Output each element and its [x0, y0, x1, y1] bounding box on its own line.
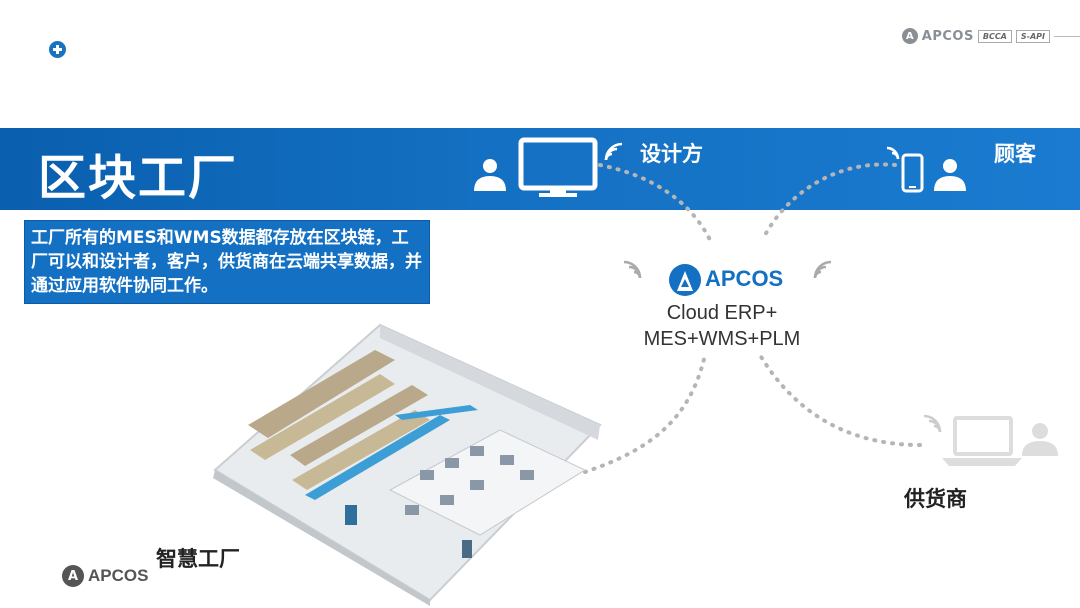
apcos-logo-icon: A — [901, 28, 918, 44]
laptop-icon — [942, 416, 1022, 466]
header-badge-sapi: S-API — [1015, 29, 1050, 43]
link-supplier — [758, 353, 922, 447]
wifi-icon-center-left — [623, 260, 642, 279]
label-factory: 智慧工厂 — [156, 547, 240, 571]
center-platform-text: Cloud ERP+ MES+WMS+PLM — [610, 300, 834, 352]
wifi-icon-supplier — [923, 414, 942, 433]
center-line-2: MES+WMS+PLM — [643, 328, 801, 350]
link-customer — [763, 162, 897, 237]
footer-logo: A APCOS — [62, 565, 148, 587]
footer-brand: APCOS — [88, 566, 149, 585]
header-brand: APCOS — [921, 28, 974, 44]
person-icon-customer — [934, 159, 966, 191]
phone-icon — [901, 153, 924, 193]
apcos-footer-icon: A — [62, 565, 84, 587]
link-designer — [598, 163, 712, 242]
label-designer: 设计方 — [640, 142, 703, 166]
monitor-icon — [518, 137, 598, 197]
link-factory — [583, 353, 707, 474]
label-customer: 顾客 — [994, 142, 1036, 166]
apcos-center-logo — [669, 264, 701, 296]
person-icon-supplier — [1022, 423, 1058, 456]
factory-illustration — [213, 323, 602, 606]
slide-title: 区块工厂 — [38, 150, 239, 206]
wifi-icon-customer — [886, 146, 900, 160]
header-logos: A APCOS BCCA S-API — [901, 25, 1080, 47]
header-rule — [1054, 35, 1080, 37]
plus-icon[interactable] — [49, 41, 66, 58]
center-brand: APCOS — [705, 266, 784, 291]
header-badge-bcca: BCCA — [977, 29, 1012, 43]
description-box: 工厂所有的MES和WMS数据都存放在区块链，工厂可以和设计者，客户，供货商在云端… — [24, 220, 430, 304]
person-icon-designer — [474, 159, 506, 191]
wifi-icon-designer — [604, 142, 623, 161]
label-supplier: 供货商 — [904, 487, 967, 511]
center-line-1: Cloud ERP+ — [666, 302, 778, 324]
wifi-icon-center-right — [813, 260, 832, 279]
